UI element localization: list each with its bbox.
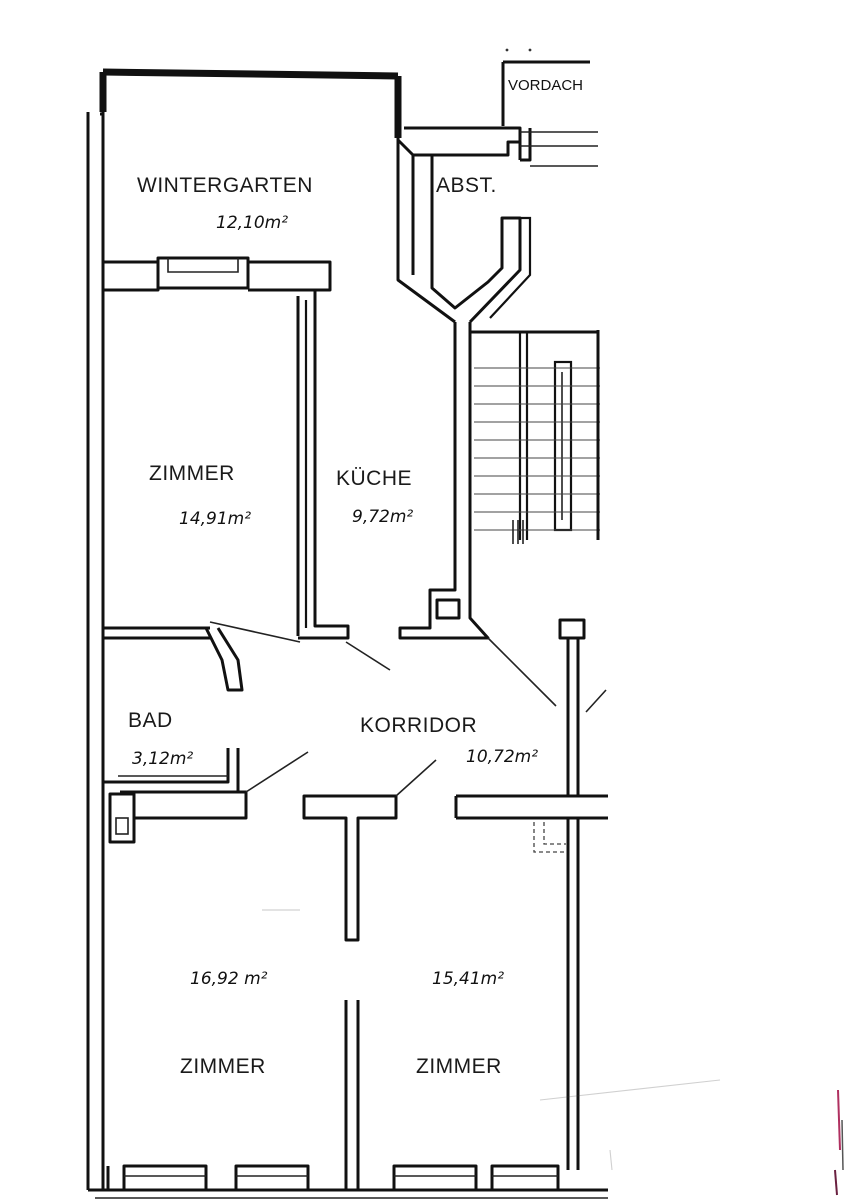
korridor-bad-walls (103, 618, 607, 844)
wintergarten-area: 12,10m² (216, 213, 288, 233)
room-labels: VORDACH WINTERGARTEN 12,10m² ABST. ZIMME… (128, 77, 583, 1078)
staircase (470, 330, 600, 544)
wintergarten-label: WINTERGARTEN (137, 174, 313, 197)
bad-area: 3,12m² (132, 749, 193, 769)
zimmer-kueche-walls (103, 290, 490, 671)
abst-label: ABST. (436, 174, 497, 197)
wintergarten-walls (103, 60, 598, 324)
zimmer-bottom-left-area: 16,92 m² (190, 969, 268, 989)
zimmer-top-label: ZIMMER (149, 462, 235, 485)
scan-edge-marks (505, 48, 844, 1196)
bad-label: BAD (128, 709, 173, 732)
zimmer-bottom-left-label: ZIMMER (180, 1055, 266, 1078)
zimmer-bottom-right-area: 15,41m² (432, 969, 504, 989)
zimmer-bottom-right-label: ZIMMER (416, 1055, 502, 1078)
korridor-label: KORRIDOR (360, 714, 477, 737)
lower-room-walls (106, 759, 721, 1192)
korridor-area: 10,72m² (466, 747, 538, 767)
exterior-walls (86, 68, 608, 1199)
vordach-label: VORDACH (508, 77, 583, 94)
kueche-label: KÜCHE (336, 467, 412, 490)
kueche-area: 9,72m² (352, 507, 413, 527)
zimmer-top-area: 14,91m² (179, 509, 251, 529)
